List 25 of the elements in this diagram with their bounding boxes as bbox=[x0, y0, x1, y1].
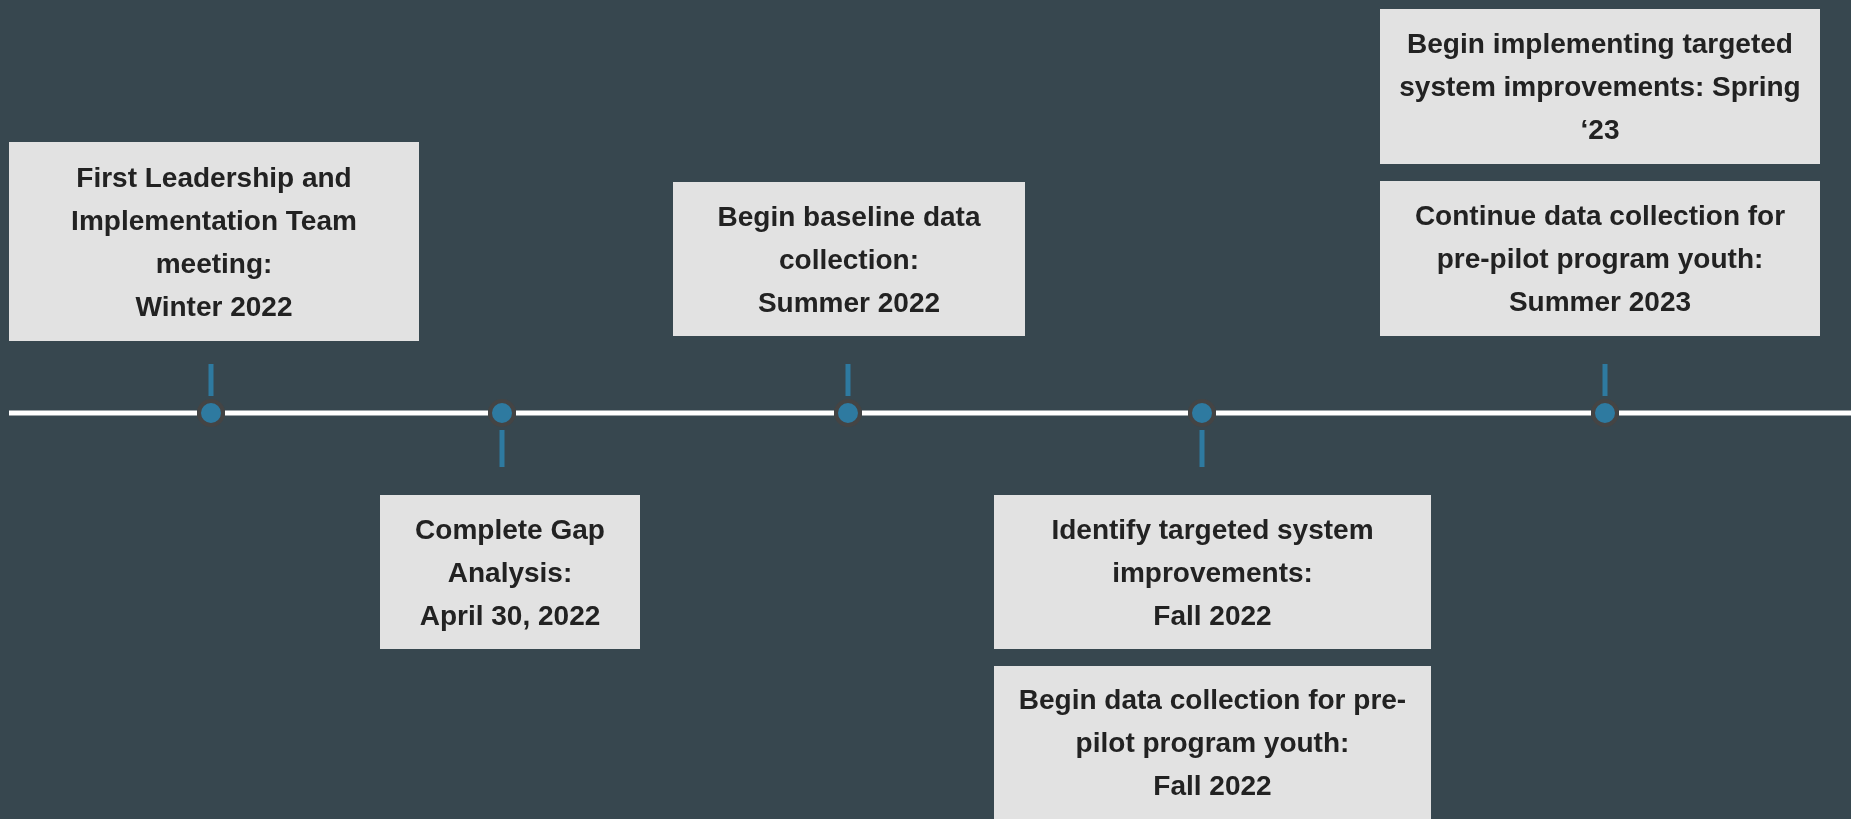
milestone-box bbox=[9, 142, 419, 341]
milestone-text: Winter 2022 bbox=[135, 289, 293, 324]
timeline-line bbox=[1216, 410, 1591, 416]
milestone-box bbox=[1380, 9, 1820, 164]
milestone-box bbox=[994, 666, 1431, 819]
milestone-text: April 30, 2022 bbox=[419, 598, 601, 633]
milestone-text: Fall 2022 bbox=[1153, 769, 1272, 803]
timeline-line bbox=[225, 410, 488, 416]
milestone-text: Complete Gap Analysis: bbox=[414, 512, 606, 590]
milestone-box bbox=[1380, 181, 1820, 336]
milestone-box bbox=[994, 495, 1431, 649]
milestone-box bbox=[673, 182, 1025, 336]
milestone-text: Begin baseline data collection: bbox=[716, 199, 982, 277]
milestone-text: Begin implementing targeted system improvements: Spring ‘23 bbox=[1398, 27, 1802, 147]
milestone-text: Begin data collection for pre-pilot program youth: bbox=[1017, 683, 1408, 760]
milestone-box bbox=[380, 495, 640, 649]
timeline-line bbox=[1619, 410, 1851, 416]
milestone-text: Summer 2022 bbox=[757, 285, 941, 320]
timeline-line bbox=[862, 410, 1188, 416]
milestone-text: First Leadership and Implementation Team meeting: bbox=[70, 160, 358, 281]
timeline-line bbox=[9, 410, 197, 416]
timeline-line bbox=[516, 410, 834, 416]
milestone-text: Identify targeted system improvements: bbox=[1050, 512, 1375, 590]
milestone-text: Continue data collection for pre-pilot program youth: Summer 2023 bbox=[1413, 199, 1787, 319]
milestone-text: Fall 2022 bbox=[1153, 598, 1272, 633]
